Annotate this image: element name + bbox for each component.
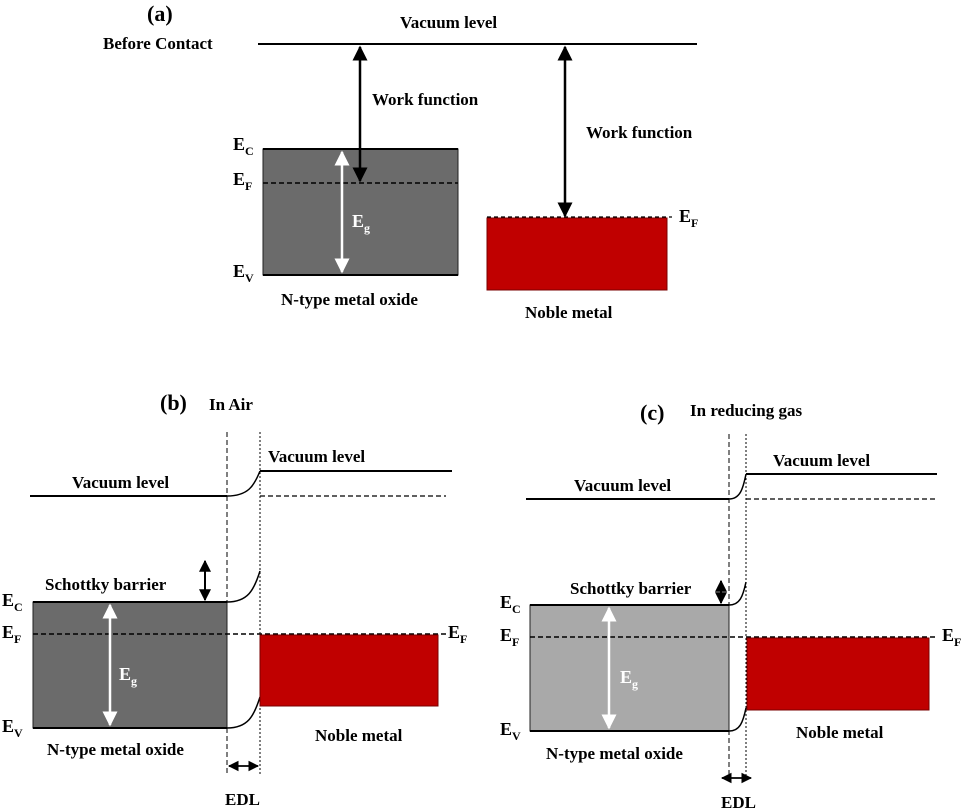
metal-block <box>486 217 668 291</box>
ev-label: EV <box>2 716 23 740</box>
oxide-label: N-type metal oxide <box>546 744 683 763</box>
panel-a-letter: (a) <box>147 1 173 26</box>
conduction-band-bend <box>226 570 261 603</box>
oxide-label: N-type metal oxide <box>47 740 184 759</box>
vacuum-level-right-label: Vacuum level <box>268 447 365 466</box>
ef-label-oxide: EF <box>233 169 252 193</box>
panel-b: (b) In Air Vacuum level Vacuum level Eg … <box>2 390 467 809</box>
vacuum-level-label: Vacuum level <box>400 13 497 32</box>
band-gap-label: Eg <box>352 211 370 235</box>
panel-a: (a) Vacuum level Before Contact Work fun… <box>103 1 698 322</box>
metal-label: Noble metal <box>525 303 613 322</box>
schottky-barrier-label: Schottky barrier <box>45 575 167 594</box>
oxide-label: N-type metal oxide <box>281 290 418 309</box>
band-gap-label: Eg <box>620 667 638 691</box>
metal-block <box>259 634 439 707</box>
ec-label: EC <box>2 590 23 614</box>
work-function-label-oxide: Work function <box>372 90 479 109</box>
ef-label-metal: EF <box>942 625 961 649</box>
vacuum-level-bend <box>226 470 261 497</box>
edl-label: EDL <box>225 790 260 809</box>
vacuum-level-left-label: Vacuum level <box>574 476 671 495</box>
valence-band-bend <box>226 696 261 729</box>
ef-label-metal: EF <box>448 622 467 646</box>
ef-label: EF <box>500 625 519 649</box>
vacuum-level-bend <box>728 473 747 500</box>
condition-label: In reducing gas <box>690 401 802 420</box>
metal-block <box>746 637 930 711</box>
ev-label: EV <box>500 719 521 743</box>
vacuum-level-left-label: Vacuum level <box>72 473 169 492</box>
ef-label-metal: EF <box>679 206 698 230</box>
edl-label: EDL <box>721 793 756 811</box>
conduction-band-bend <box>728 581 747 606</box>
work-function-label-metal: Work function <box>586 123 693 142</box>
schottky-barrier-label: Schottky barrier <box>570 579 692 598</box>
condition-label: In Air <box>209 395 253 414</box>
band-gap-label: Eg <box>119 664 137 688</box>
valence-band-bend <box>728 707 747 732</box>
ec-label: EC <box>500 592 521 616</box>
ec-label: EC <box>233 134 254 158</box>
panel-c: (c) In reducing gas Vacuum level Vacuum … <box>500 400 961 811</box>
panel-b-letter: (b) <box>160 390 187 415</box>
metal-label: Noble metal <box>315 726 403 745</box>
panel-c-letter: (c) <box>640 400 664 425</box>
ev-label: EV <box>233 261 254 285</box>
vacuum-level-right-label: Vacuum level <box>773 451 870 470</box>
metal-label: Noble metal <box>796 723 884 742</box>
before-contact-label: Before Contact <box>103 34 213 53</box>
ef-label: EF <box>2 622 21 646</box>
